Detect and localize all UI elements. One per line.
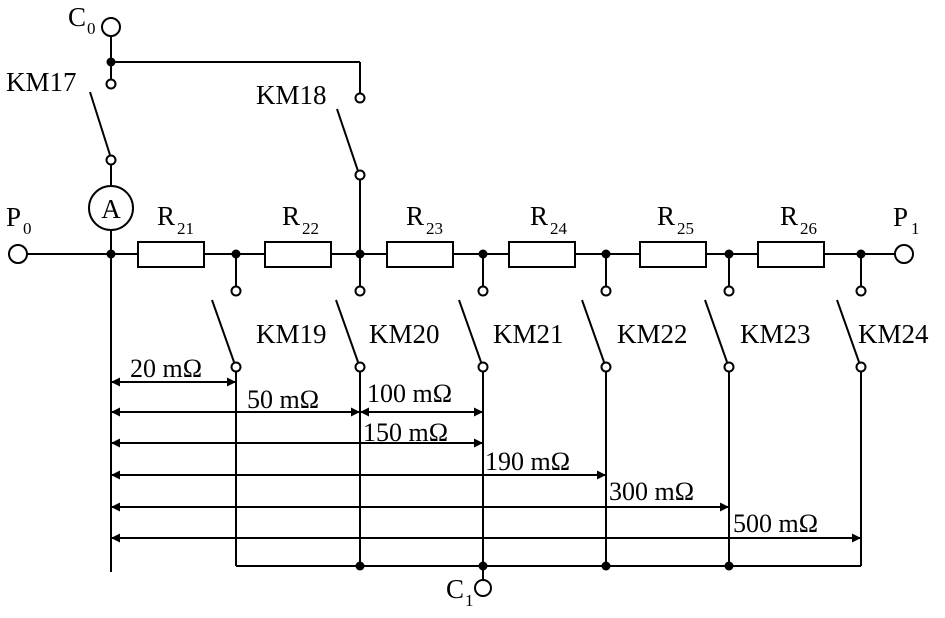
meas-500-label: 500 mΩ bbox=[733, 509, 818, 538]
km21-switch bbox=[458, 254, 489, 566]
c0-label: C bbox=[68, 2, 86, 32]
meas-20-label: 20 mΩ bbox=[130, 354, 202, 383]
km18-label: KM18 bbox=[256, 80, 327, 110]
km23-switch bbox=[704, 254, 735, 566]
c1-sub: 1 bbox=[465, 591, 474, 610]
km23-label: KM23 bbox=[740, 319, 811, 349]
c1-label: C bbox=[446, 574, 464, 604]
ammeter-label: A bbox=[101, 194, 121, 224]
r24-label: R bbox=[530, 201, 548, 231]
resistor-r25 bbox=[639, 241, 707, 268]
r25-label: R bbox=[657, 201, 675, 231]
km22-label: KM22 bbox=[617, 319, 688, 349]
meas-300-label: 300 mΩ bbox=[609, 477, 694, 506]
km19-switch bbox=[211, 254, 242, 566]
main-line bbox=[8, 241, 914, 572]
c0-sub: 0 bbox=[87, 19, 96, 38]
resistor-r22 bbox=[264, 241, 332, 268]
c1-terminal bbox=[474, 579, 492, 597]
km22-switch bbox=[581, 254, 612, 566]
p0-label: P bbox=[6, 202, 21, 232]
r24-sub: 24 bbox=[550, 219, 568, 238]
p1-sub: 1 bbox=[911, 219, 920, 238]
p0-sub: 0 bbox=[23, 219, 32, 238]
resistor-r21 bbox=[137, 241, 205, 268]
r21-label: R bbox=[157, 201, 175, 231]
meas-100-label: 100 mΩ bbox=[367, 379, 452, 408]
km17-switch bbox=[89, 62, 117, 185]
p1-terminal bbox=[894, 244, 914, 264]
r26-sub: 26 bbox=[800, 219, 817, 238]
labels: C 0 P 0 P 1 C 1 R 21 R 22 R 23 R 24 R 25… bbox=[6, 2, 929, 610]
km19-label: KM19 bbox=[256, 319, 327, 349]
p0-terminal bbox=[8, 244, 28, 264]
r21-sub: 21 bbox=[177, 219, 194, 238]
r22-label: R bbox=[282, 201, 300, 231]
km17-label: KM17 bbox=[6, 67, 77, 97]
resistor-r24 bbox=[508, 241, 576, 268]
ammeter: A bbox=[88, 185, 134, 254]
r23-sub: 23 bbox=[426, 219, 443, 238]
resistor-r23 bbox=[386, 241, 454, 268]
r22-sub: 22 bbox=[302, 219, 319, 238]
km21-label: KM21 bbox=[493, 319, 564, 349]
resistor-r26 bbox=[757, 241, 825, 268]
km20-label: KM20 bbox=[369, 319, 440, 349]
top-branch bbox=[89, 17, 366, 254]
p1-label: P bbox=[893, 202, 908, 232]
r23-label: R bbox=[406, 201, 424, 231]
km18-switch bbox=[336, 92, 366, 254]
km24-switch bbox=[836, 254, 867, 566]
measurement-arrows bbox=[111, 377, 861, 543]
km24-label: KM24 bbox=[858, 319, 929, 349]
r26-label: R bbox=[780, 201, 798, 231]
c0-terminal bbox=[101, 17, 121, 37]
meas-50-label: 50 mΩ bbox=[247, 385, 319, 414]
meas-150-label: 150 mΩ bbox=[363, 418, 448, 447]
r25-sub: 25 bbox=[677, 219, 694, 238]
bottom-bus bbox=[236, 561, 861, 597]
km20-switch bbox=[335, 254, 366, 566]
meas-190-label: 190 mΩ bbox=[485, 447, 570, 476]
